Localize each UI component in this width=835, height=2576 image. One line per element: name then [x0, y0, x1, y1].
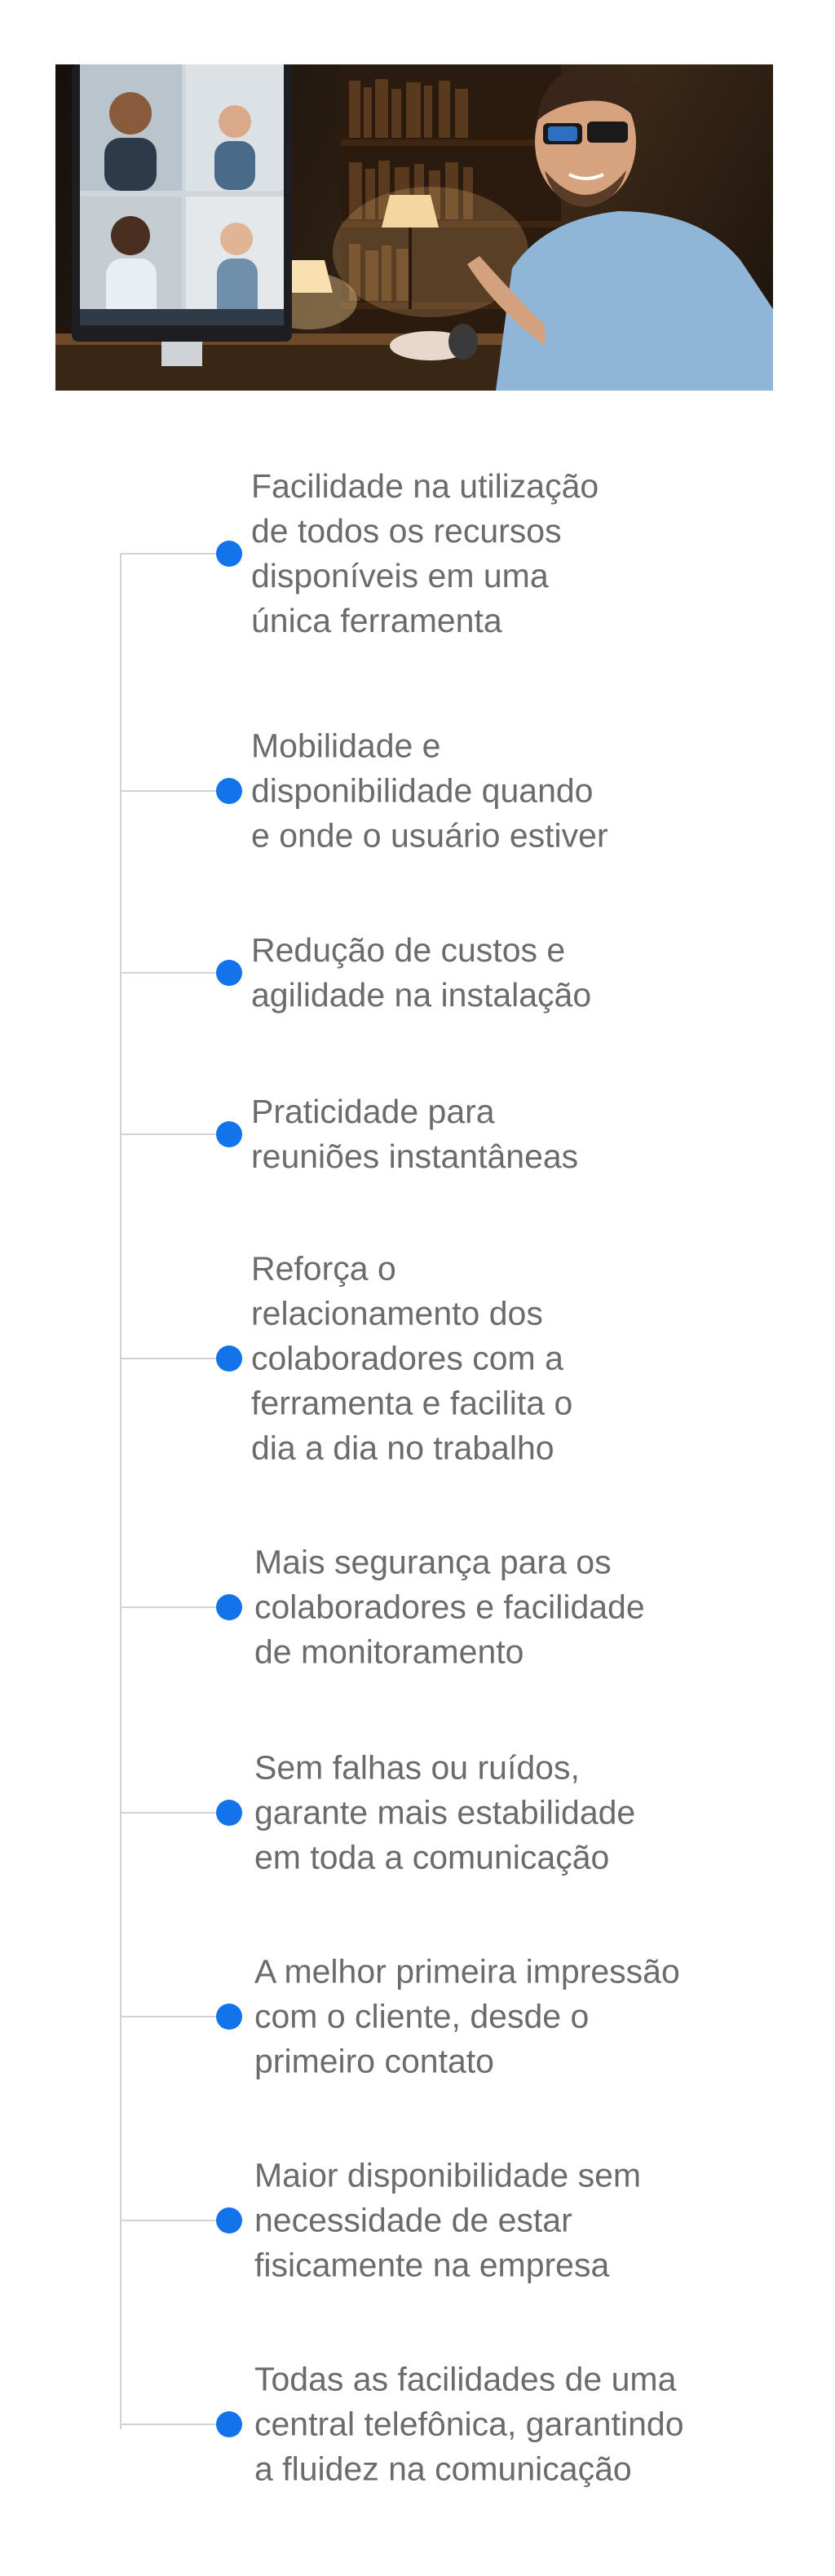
- benefit-text: Mais segurança para os colaboradores e f…: [254, 1543, 645, 1671]
- benefit-text: Facilidade na utilização de todos os rec…: [251, 467, 599, 639]
- timeline-connector: [121, 2016, 220, 2017]
- bullet-dot-icon: [216, 2411, 242, 2437]
- timeline-connector: [121, 972, 220, 974]
- timeline-connector: [121, 790, 220, 792]
- bullet-dot-icon: [216, 1594, 242, 1620]
- benefit-text: Redução de custos e agilidade na instala…: [251, 931, 592, 1014]
- timeline-connector: [121, 1133, 220, 1135]
- bullet-dot-icon: [216, 1345, 242, 1372]
- timeline-line: [120, 554, 121, 2429]
- benefit-text: Mobilidade e disponibilidade quando e on…: [251, 727, 608, 855]
- benefit-text: Sem falhas ou ruídos, garante mais estab…: [254, 1748, 636, 1876]
- timeline-connector: [121, 1606, 220, 1608]
- bullet-dot-icon: [216, 1121, 242, 1147]
- timeline-connector: [121, 2424, 220, 2425]
- bullet-dot-icon: [216, 960, 242, 986]
- timeline-connector: [121, 2220, 220, 2221]
- bullet-dot-icon: [216, 778, 242, 804]
- bullet-dot-icon: [216, 2207, 242, 2234]
- benefit-text: Reforça o relacionamento dos colaborador…: [251, 1249, 573, 1467]
- bullet-dot-icon: [216, 1800, 242, 1826]
- benefit-text: Maior disponibilidade sem necessidade de…: [254, 2156, 642, 2284]
- timeline-connector: [121, 1358, 220, 1359]
- benefit-text: A melhor primeira impressão com o client…: [254, 1952, 680, 2080]
- video-call-photo-icon: [55, 64, 773, 391]
- timeline-connector: [121, 553, 220, 555]
- bullet-dot-icon: [216, 2004, 242, 2030]
- hero-image: [55, 64, 773, 391]
- timeline-connector: [121, 1812, 220, 1814]
- benefit-text: Todas as facilidades de uma central tele…: [254, 2360, 684, 2488]
- benefit-text: Praticidade para reuniões instantâneas: [251, 1093, 579, 1175]
- bullet-dot-icon: [216, 541, 242, 567]
